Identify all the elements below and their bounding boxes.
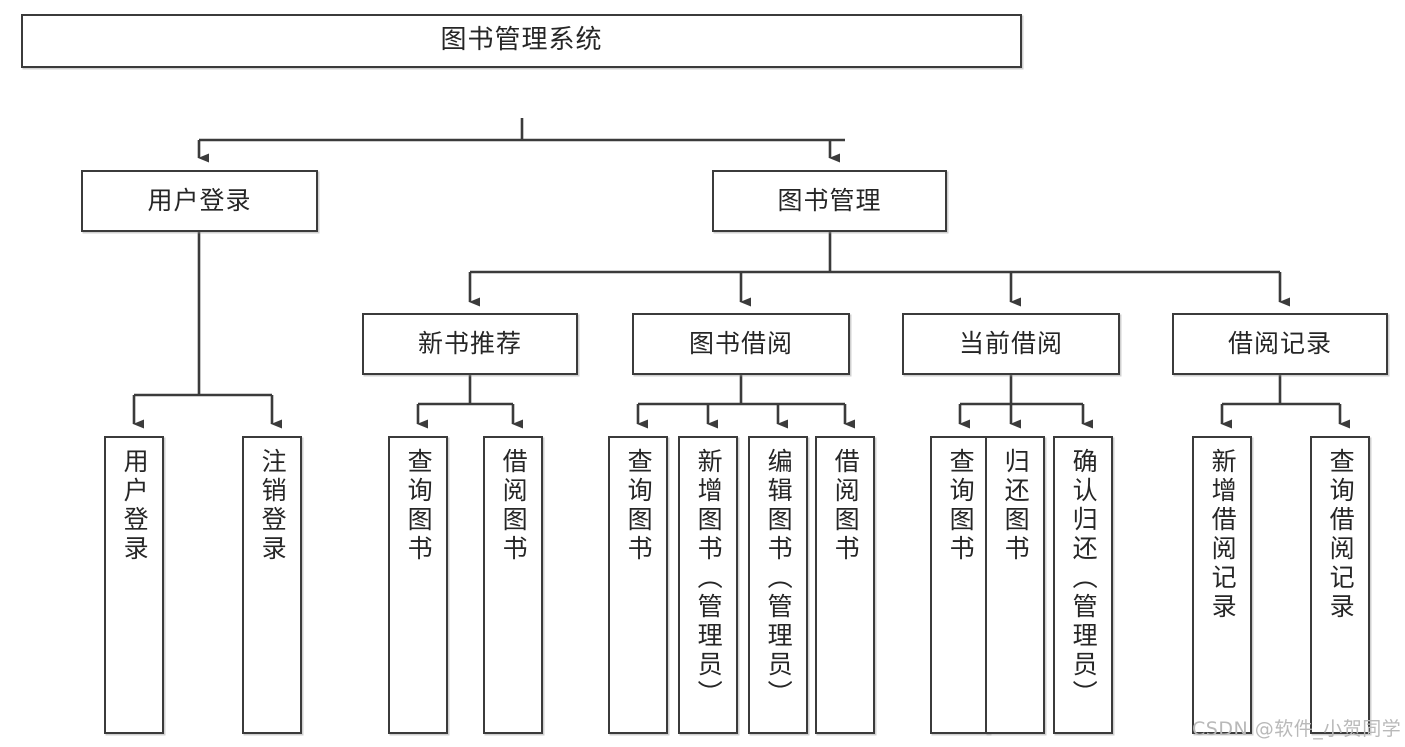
- node-label: 查询图书: [404, 448, 434, 564]
- node-label: 新书推荐: [417, 329, 522, 358]
- node-label: 确认归还（管理员）: [1069, 448, 1099, 709]
- node-label: 图书管理系统: [440, 25, 603, 56]
- leaf-confirm-return[interactable]: 确认归还（管理员）: [1053, 436, 1113, 734]
- leaf-user-login[interactable]: 用户登录: [104, 436, 164, 734]
- leaf-query-book-3[interactable]: 查询图书: [930, 436, 990, 734]
- leaf-query-borrow-record[interactable]: 查询借阅记录: [1310, 436, 1370, 734]
- leaf-add-borrow-record[interactable]: 新增借阅记录: [1192, 436, 1252, 734]
- leaf-add-book[interactable]: 新增图书（管理员）: [678, 436, 738, 734]
- node-label: 查询借阅记录: [1326, 448, 1356, 622]
- node-label: 用户登录: [147, 186, 252, 215]
- node-label: 当前借阅: [958, 329, 1063, 358]
- node-label: 借阅图书: [499, 448, 529, 564]
- node-book-borrow[interactable]: 图书借阅: [632, 313, 850, 375]
- node-root-book-management-system[interactable]: 图书管理系统: [21, 14, 1022, 68]
- node-label: 新增借阅记录: [1208, 448, 1238, 622]
- node-current-borrow[interactable]: 当前借阅: [902, 313, 1120, 375]
- node-label: 查询图书: [946, 448, 976, 564]
- node-label: 借阅记录: [1227, 329, 1332, 358]
- node-label: 注销登录: [258, 448, 288, 564]
- node-label: 归还图书: [1001, 448, 1031, 564]
- node-label: 新增图书（管理员）: [694, 448, 724, 709]
- node-label: 查询图书: [624, 448, 654, 564]
- node-borrow-record[interactable]: 借阅记录: [1172, 313, 1388, 375]
- leaf-borrow-book-2[interactable]: 借阅图书: [815, 436, 875, 734]
- leaf-logout[interactable]: 注销登录: [242, 436, 302, 734]
- leaf-return-book[interactable]: 归还图书: [985, 436, 1045, 734]
- node-user-login[interactable]: 用户登录: [81, 170, 318, 232]
- leaf-edit-book[interactable]: 编辑图书（管理员）: [748, 436, 808, 734]
- node-label: 用户登录: [120, 448, 150, 564]
- node-label: 借阅图书: [831, 448, 861, 564]
- leaf-borrow-book-1[interactable]: 借阅图书: [483, 436, 543, 734]
- node-label: 图书管理: [777, 186, 882, 215]
- csdn-watermark: CSDN @软件_小贺同学: [1192, 718, 1402, 740]
- node-label: 图书借阅: [688, 329, 793, 358]
- node-label: 编辑图书（管理员）: [764, 448, 794, 709]
- leaf-query-book-1[interactable]: 查询图书: [388, 436, 448, 734]
- node-book-management[interactable]: 图书管理: [712, 170, 947, 232]
- leaf-query-book-2[interactable]: 查询图书: [608, 436, 668, 734]
- node-new-book-recommendation[interactable]: 新书推荐: [362, 313, 578, 375]
